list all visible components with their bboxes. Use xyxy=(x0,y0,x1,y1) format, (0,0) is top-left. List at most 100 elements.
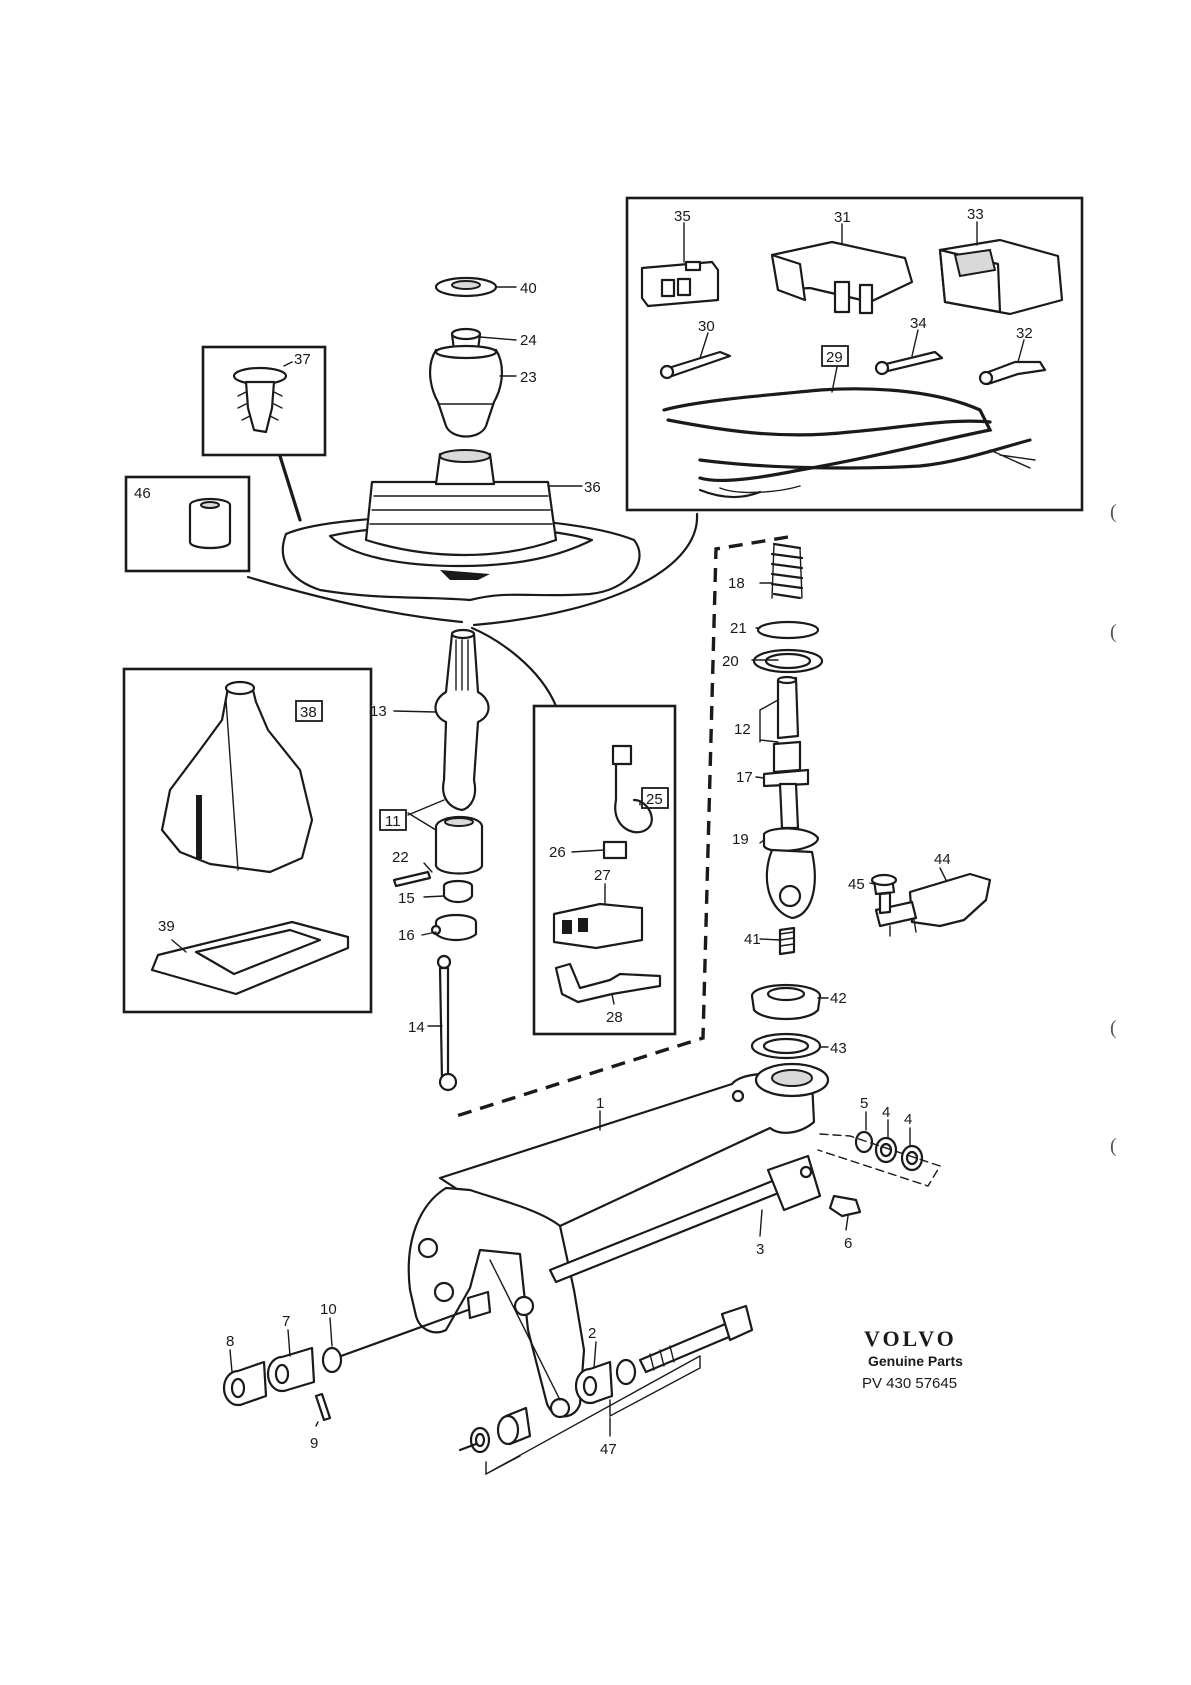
rod-3 xyxy=(548,1154,822,1284)
callout-43: 43 xyxy=(830,1040,847,1057)
collar-16 xyxy=(430,913,478,942)
callout-42: 42 xyxy=(830,990,847,1007)
callout-23: 23 xyxy=(520,369,537,386)
callout-38: 38 xyxy=(300,704,317,721)
set-screw-41 xyxy=(778,926,796,956)
dashed-assembly-outline xyxy=(449,535,789,1120)
callout-26: 26 xyxy=(549,844,566,861)
lever-19 xyxy=(762,782,820,920)
callout-9: 9 xyxy=(310,1435,318,1452)
sleeve-7 xyxy=(266,1346,316,1393)
brand-logo-text: VOLVO xyxy=(864,1326,957,1351)
callout-44: 44 xyxy=(934,851,951,868)
plug-26 xyxy=(602,840,628,860)
callout-10: 10 xyxy=(320,1301,337,1318)
connector-27 xyxy=(552,902,644,950)
callout-4a: 4 xyxy=(882,1104,890,1121)
callout-7: 7 xyxy=(282,1313,290,1330)
washer-20 xyxy=(752,648,824,674)
callout-13: 13 xyxy=(370,703,387,720)
callout-35: 35 xyxy=(674,208,691,225)
connector-housing-35 xyxy=(640,260,720,308)
callout-8: 8 xyxy=(226,1333,234,1350)
bushing-4b xyxy=(900,1144,924,1172)
part-number: PV 430 57645 xyxy=(862,1375,957,1392)
callout-37: 37 xyxy=(294,351,311,368)
inset-box-clip xyxy=(201,345,327,457)
callout-5: 5 xyxy=(860,1095,868,1112)
margin-mark-2: ( xyxy=(1110,621,1117,643)
boot-36 xyxy=(281,449,641,602)
terminal-30 xyxy=(659,350,732,380)
inset-box-gaiter xyxy=(122,667,373,1014)
brand-subtitle: Genuine Parts xyxy=(868,1353,963,1369)
cable-25 xyxy=(611,744,653,834)
callout-6: 6 xyxy=(844,1235,852,1252)
bolt-45 xyxy=(870,873,898,915)
washer-5 xyxy=(854,1130,874,1154)
callout-17: 17 xyxy=(736,769,753,786)
inset-box-bushing xyxy=(124,475,251,573)
callout-21: 21 xyxy=(730,620,747,637)
callout-41: 41 xyxy=(744,931,761,948)
gear-gaiter-38 xyxy=(160,680,314,874)
spacer-lower xyxy=(496,1406,532,1446)
washer-43 xyxy=(750,1032,822,1060)
callout-32: 32 xyxy=(1016,325,1033,342)
callout-40: 40 xyxy=(520,280,537,297)
terminal-34 xyxy=(874,350,944,376)
brand-block: VOLVO Genuine Parts PV 430 57645 xyxy=(862,1326,963,1392)
callout-24: 24 xyxy=(520,332,537,349)
callout-33: 33 xyxy=(967,206,984,223)
callout-47: 47 xyxy=(600,1441,617,1458)
gear-knob-23 xyxy=(429,344,503,438)
callout-31: 31 xyxy=(834,209,851,226)
callout-29: 29 xyxy=(826,349,843,366)
callout-19: 19 xyxy=(732,831,749,848)
washer-lower xyxy=(615,1358,637,1386)
callout-12: 12 xyxy=(734,721,751,738)
callout-11: 11 xyxy=(385,813,401,830)
link-rod-14 xyxy=(436,954,458,1092)
spring-ring-15 xyxy=(442,879,474,904)
callout-36: 36 xyxy=(584,479,601,496)
callout-15: 15 xyxy=(398,890,415,907)
callout-14: 14 xyxy=(408,1019,425,1036)
callout-46: 46 xyxy=(134,485,151,502)
ring-10 xyxy=(321,1346,343,1374)
sweep-line-right xyxy=(472,512,699,627)
callout-39: 39 xyxy=(158,918,175,935)
shaft-12 xyxy=(762,675,810,788)
clip-37 xyxy=(232,366,288,434)
terminal-32 xyxy=(978,360,1047,386)
callout-3: 3 xyxy=(756,1241,764,1258)
bushing-46 xyxy=(188,497,232,550)
callout-20: 20 xyxy=(722,653,739,670)
callout-30: 30 xyxy=(698,318,715,335)
margin-mark-3: ( xyxy=(1110,1017,1117,1039)
inset-box-wiring xyxy=(532,704,677,1036)
callout-45: 45 xyxy=(848,876,865,893)
nut-42 xyxy=(750,983,822,1020)
callout-25: 25 xyxy=(646,791,663,808)
callout-labels: 35 31 33 30 34 32 29 37 46 40 24 23 36 3… xyxy=(134,206,1033,1458)
callout-18: 18 xyxy=(728,575,745,592)
margin-mark-4: ( xyxy=(1110,1135,1117,1157)
terminal-28 xyxy=(554,962,662,1004)
connector-housing-31 xyxy=(770,240,914,315)
sweep-line-wiring xyxy=(470,626,558,708)
callout-34: 34 xyxy=(910,315,927,332)
callout-4b: 4 xyxy=(904,1111,912,1128)
spring-18 xyxy=(770,542,804,600)
shift-lever-13 xyxy=(434,628,490,812)
wiring-harness-29 xyxy=(662,387,1036,499)
margin-mark-1: ( xyxy=(1110,501,1117,523)
connector-housing-33 xyxy=(938,238,1064,316)
callout-27: 27 xyxy=(594,867,611,884)
knob-cap-40 xyxy=(434,276,498,298)
callout-28: 28 xyxy=(606,1009,623,1026)
circlip-21 xyxy=(756,620,820,640)
washer-lower-left xyxy=(469,1426,491,1454)
roll-pin-9 xyxy=(314,1392,332,1422)
